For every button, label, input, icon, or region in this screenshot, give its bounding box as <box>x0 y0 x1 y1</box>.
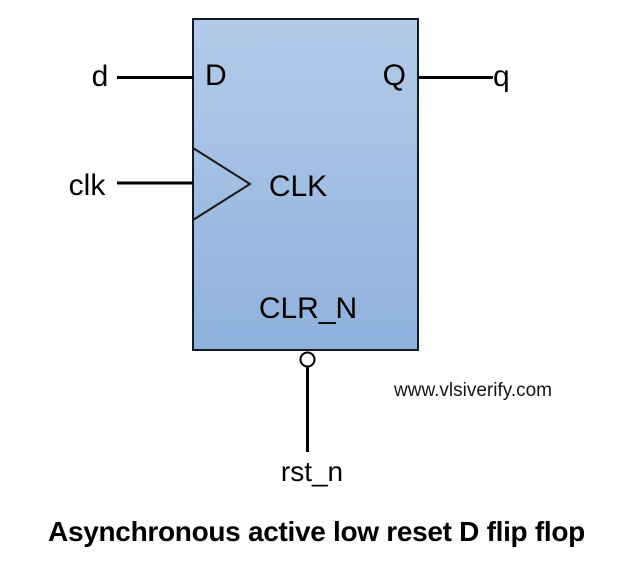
watermark-text: www.vlsiverify.com <box>394 380 552 401</box>
signal-label-d: d <box>91 60 109 93</box>
active-low-bubble-icon <box>299 351 316 368</box>
port-label-clk: CLK <box>268 170 328 203</box>
port-label-clr-n: CLR_N <box>258 292 358 325</box>
port-label-q: Q <box>382 59 406 92</box>
signal-label-clk: clk <box>68 169 106 202</box>
diagram-caption: Asynchronous active low reset D flip flo… <box>48 516 585 547</box>
signal-label-q: q <box>493 60 510 93</box>
signal-label-rst-n: rst_n <box>280 456 344 487</box>
port-label-d: D <box>205 59 227 92</box>
